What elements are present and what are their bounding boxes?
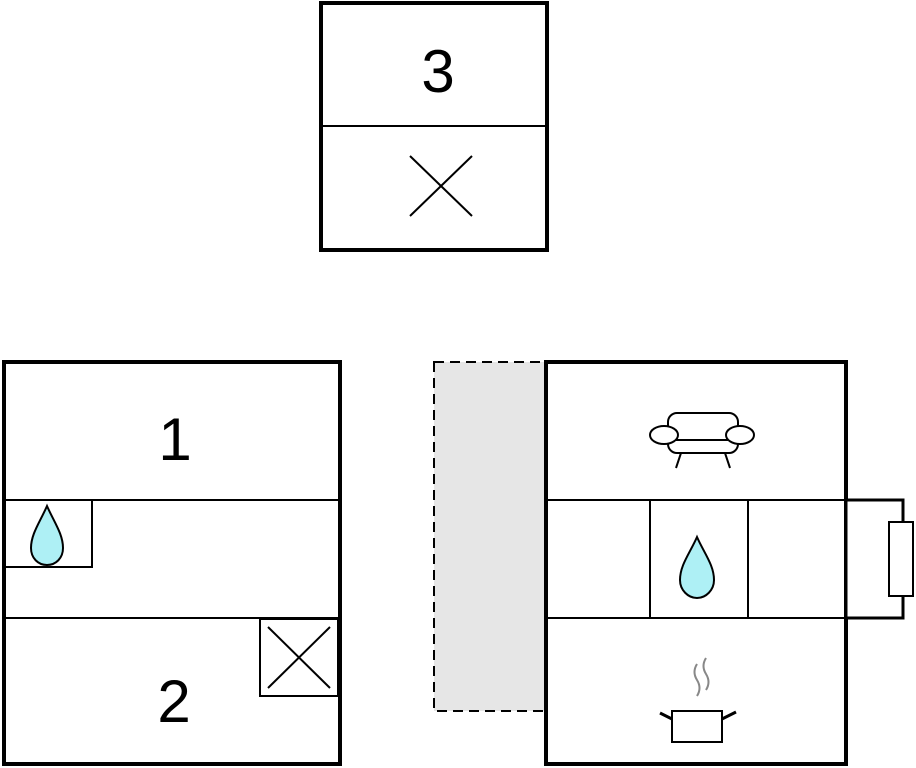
room-2-label: 2 bbox=[157, 668, 190, 735]
sofa-icon bbox=[649, 412, 755, 469]
water-drop-icon bbox=[29, 503, 65, 567]
left-building: 1 2 bbox=[2, 360, 342, 766]
storage-box bbox=[259, 618, 339, 697]
room-1-label: 1 bbox=[158, 406, 191, 473]
cooking-pot-icon bbox=[659, 657, 737, 743]
door-step bbox=[888, 521, 914, 597]
terrace-area bbox=[433, 361, 547, 712]
upper-floor: 3 bbox=[319, 1, 549, 252]
cross-icon bbox=[409, 155, 473, 217]
water-drop-icon bbox=[678, 534, 716, 600]
cross-icon bbox=[267, 626, 331, 689]
right-building bbox=[544, 360, 914, 766]
room-3-label: 3 bbox=[421, 38, 454, 105]
bathroom-nook bbox=[4, 499, 93, 568]
